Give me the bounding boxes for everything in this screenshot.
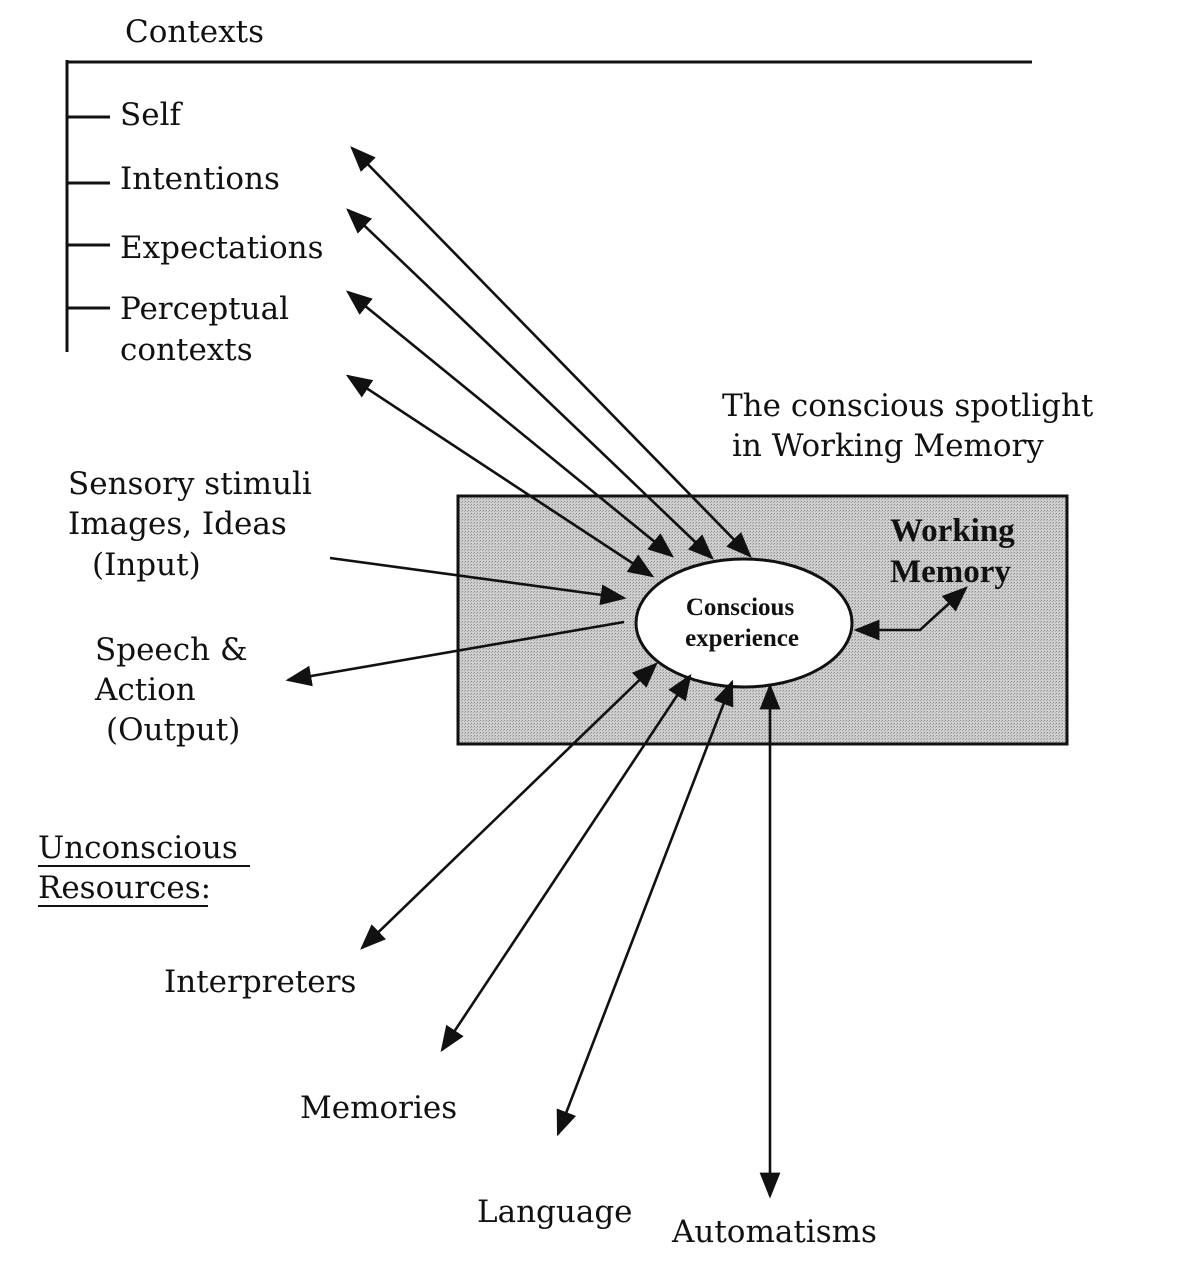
conscious-experience-line2: experience bbox=[685, 625, 799, 652]
input-label-line1: Sensory stimuli bbox=[68, 466, 312, 502]
context-item-self: Self bbox=[120, 97, 183, 133]
arrow-perceptual-contexts bbox=[345, 374, 655, 578]
output-label-line2: Action bbox=[94, 672, 196, 708]
conscious-experience-ellipse bbox=[634, 557, 854, 689]
arrow-language bbox=[556, 679, 734, 1137]
unconscious-heading-line1: Unconscious bbox=[38, 830, 238, 866]
context-item-contexts: contexts bbox=[120, 332, 253, 368]
arrow-input bbox=[329, 556, 627, 606]
conscious-experience-line1: Conscious bbox=[686, 594, 795, 621]
working-memory-label-line2: Memory bbox=[890, 554, 1011, 590]
output-label-line1: Speech & bbox=[95, 632, 248, 668]
resource-memories: Memories bbox=[300, 1090, 457, 1126]
resource-automatisms: Automatisms bbox=[671, 1214, 877, 1250]
working-memory-label-line1: Working bbox=[890, 513, 1015, 549]
unconscious-heading-line2: Resources: bbox=[38, 870, 211, 906]
contexts-heading: Contexts bbox=[125, 14, 264, 50]
output-label-line3: (Output) bbox=[106, 712, 240, 748]
context-item-intentions: Intentions bbox=[120, 161, 280, 197]
resource-language: Language bbox=[477, 1194, 633, 1230]
input-label-line3: (Input) bbox=[92, 547, 201, 583]
context-item-expectations: Expectations bbox=[120, 230, 324, 266]
resource-interpreters: Interpreters bbox=[164, 964, 356, 1000]
spotlight-caption-line1: The conscious spotlight bbox=[722, 388, 1094, 424]
context-item-perceptual: Perceptual bbox=[120, 291, 289, 327]
arrow-working-memory bbox=[853, 586, 968, 641]
spotlight-caption-line2: in Working Memory bbox=[732, 428, 1044, 464]
input-label-line2: Images, Ideas bbox=[68, 506, 287, 542]
contexts-bracket bbox=[65, 60, 1032, 352]
arrow-output bbox=[285, 620, 625, 687]
